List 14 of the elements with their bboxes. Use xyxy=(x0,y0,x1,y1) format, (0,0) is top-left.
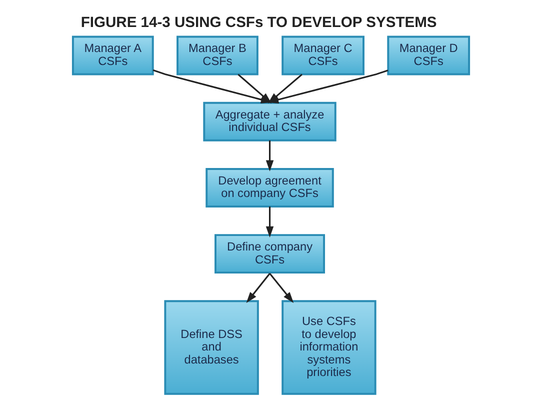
arrow xyxy=(269,273,294,303)
node-box: Use CSFs to develop information systems priorities xyxy=(282,300,376,395)
node-box: Manager A CSFs xyxy=(72,36,154,76)
node-box: Manager C CSFs xyxy=(282,36,364,76)
node-box: Manager B CSFs xyxy=(176,36,258,76)
node-box: Define DSS and databases xyxy=(164,300,259,395)
node-box: Manager D CSFs xyxy=(387,36,470,76)
arrow xyxy=(266,140,274,172)
arrow xyxy=(246,273,270,304)
diagram-title: FIGURE 14-3 USING CSFs TO DEVELOP SYSTEMS xyxy=(80,14,437,31)
node-box: Aggregate + analyze individual CSFs xyxy=(203,102,336,142)
arrow xyxy=(266,206,274,238)
node-box: Define company CSFs xyxy=(214,234,326,274)
node-box: Develop agreement on company CSFs xyxy=(206,168,334,208)
